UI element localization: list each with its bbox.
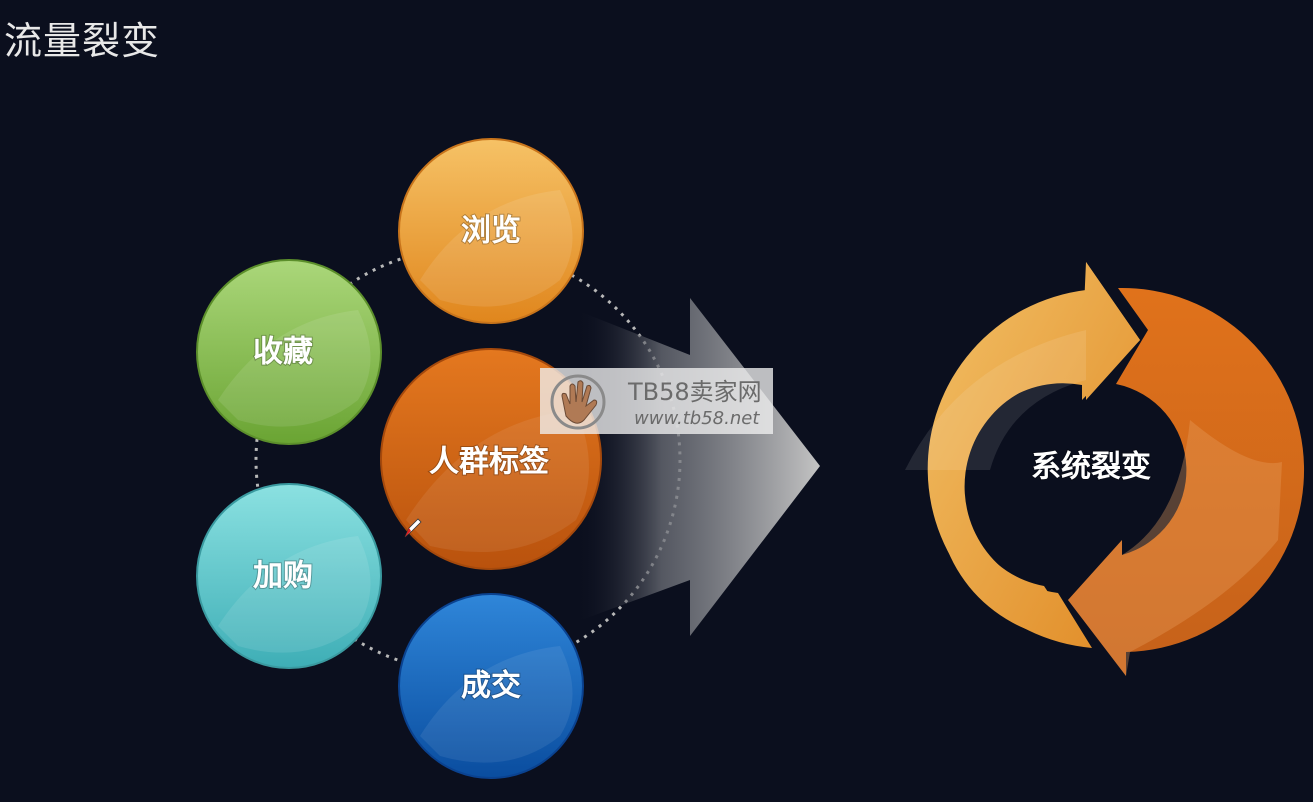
node-tags-label: 人群标签 (429, 445, 549, 480)
cycle-ring-left (927, 262, 1140, 648)
hand-logo-icon (550, 374, 606, 430)
node-favorite: 收藏 (196, 259, 382, 445)
node-deal: 成交 (398, 593, 584, 779)
cycle-ring-right (1068, 287, 1305, 676)
node-add-to-cart-label: 加购 (253, 559, 313, 594)
cycle-label: 系统裂变 (1031, 450, 1151, 485)
node-favorite-label: 收藏 (253, 335, 313, 370)
flow-arrow (576, 298, 820, 636)
cycle-ring-highlight (1068, 420, 1282, 676)
node-add-to-cart: 加购 (196, 483, 382, 669)
node-browse-label: 浏览 (461, 214, 521, 249)
watermark: TB58卖家网 www.tb58.net (540, 368, 773, 434)
page-title: 流量裂变 (4, 19, 161, 63)
watermark-url: www.tb58.net (634, 408, 760, 429)
node-deal-label: 成交 (461, 669, 521, 704)
node-browse: 浏览 (398, 138, 584, 324)
cycle-ring-sheen (905, 330, 1086, 470)
pen-cursor-icon (404, 518, 422, 538)
watermark-name: TB58卖家网 (628, 378, 762, 406)
